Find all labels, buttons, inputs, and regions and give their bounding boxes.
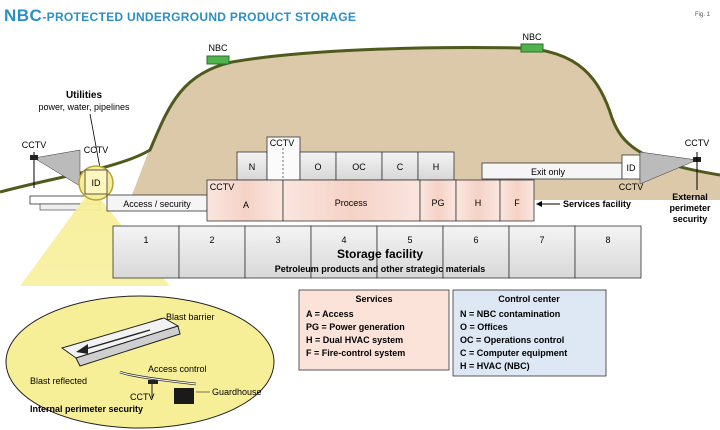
external-security-line2: perimeter — [669, 203, 711, 213]
control-center-legend — [452, 289, 607, 377]
utilities-leader — [89, 113, 101, 169]
storage-cell-6 — [442, 225, 510, 279]
id-label-right: ID — [627, 163, 637, 173]
cctv-right-label: CCTV — [685, 138, 710, 148]
service-room-f — [499, 179, 535, 222]
cctv-access-label: CCTV — [210, 182, 235, 192]
service-room-f-label: F — [514, 198, 520, 208]
blast-arrowhead — [76, 344, 88, 354]
blast-barrier-leader — [149, 317, 163, 323]
blast-reflected-label: Blast reflected — [30, 376, 87, 386]
id-label-left: ID — [92, 178, 102, 188]
services-legend — [298, 289, 450, 371]
nbc-sensor-right — [520, 43, 544, 53]
service-room-a — [206, 179, 284, 222]
services-legend-item: PG = Power generation — [306, 322, 405, 332]
storage-cell-3 — [244, 225, 312, 279]
guardhouse-label: Guardhouse — [212, 387, 262, 397]
control-legend-item: OC = Operations control — [460, 335, 564, 345]
access-security-label: Access / security — [123, 199, 191, 209]
cctv-far-left-view — [33, 149, 81, 187]
detail-drawing: Blast barrier Access control Blast refle… — [30, 312, 262, 414]
storage-cell-1 — [112, 225, 180, 279]
services-legend-item: A = Access — [306, 309, 354, 319]
title-prefix: NBC — [4, 6, 43, 25]
storage-cell-3-label: 3 — [275, 235, 280, 245]
storage-cell-4-label: 4 — [341, 235, 346, 245]
id-booth-left — [84, 169, 108, 195]
control-legend-title: Control center — [498, 294, 560, 304]
room-oc-label: OC — [352, 162, 366, 172]
utilities-subtitle: power, water, pipelines — [38, 102, 130, 112]
room-cctv-annex — [266, 136, 301, 181]
room-h-top — [417, 151, 455, 181]
storage-cell-8 — [574, 225, 642, 279]
storage-cell-8-label: 8 — [605, 235, 610, 245]
storage-title: Storage facility — [337, 247, 423, 261]
services-legend-title: Services — [355, 294, 392, 304]
service-room-h — [455, 179, 501, 222]
access-control-label: Access control — [148, 364, 207, 374]
blast-arrow-shaft — [81, 329, 151, 351]
control-legend-item: O = Offices — [460, 322, 508, 332]
storage-cell-1-label: 1 — [143, 235, 148, 245]
cctv-right-view — [639, 151, 698, 185]
service-room-pg-label: PG — [431, 198, 444, 208]
control-legend-item: H = HVAC (NBC) — [460, 361, 530, 371]
utilities-title: Utilities — [66, 90, 103, 101]
diagram-title: NBC-PROTECTED UNDERGROUND PRODUCT STORAG… — [4, 6, 356, 26]
external-security-line1: External — [672, 192, 708, 202]
storage-subtitle: Petroleum products and other strategic m… — [275, 264, 486, 274]
access-ramp-inner — [119, 371, 197, 385]
storage-cell-2-label: 2 — [209, 235, 214, 245]
cctv-far-left-label: CCTV — [22, 140, 47, 150]
services-legend-item: F = Fire-control system — [306, 348, 405, 358]
services-arrowhead — [536, 201, 542, 207]
storage-cell-5-label: 5 — [407, 235, 412, 245]
control-legend-item: C = Computer equipment — [460, 348, 567, 358]
room-o-label: O — [314, 162, 321, 172]
exit-only-label: Exit only — [531, 167, 566, 177]
cctv-exit-label: CCTV — [619, 182, 644, 192]
room-h-top-label: H — [433, 162, 440, 172]
blast-barrier-top — [75, 325, 181, 367]
service-room-process-label: Process — [335, 198, 368, 208]
room-oc — [335, 151, 383, 181]
detail-camera — [148, 380, 158, 384]
guardhouse — [174, 388, 194, 404]
services-facility-label: Services facility — [563, 199, 631, 209]
cctv-upper-label: CCTV — [270, 138, 295, 148]
internal-security-label: Internal perimeter security — [30, 404, 143, 414]
detail-cctv-label: CCTV — [130, 392, 155, 402]
cctv-left-label: CCTV — [84, 145, 109, 155]
control-legend-item: N = NBC contamination — [460, 309, 560, 319]
nbc-label-left: NBC — [208, 43, 228, 53]
blast-barrier-label: Blast barrier — [166, 312, 215, 322]
storage-cell-5 — [376, 225, 444, 279]
service-room-a-label: A — [243, 200, 249, 210]
room-n-label: N — [249, 162, 256, 172]
storage-cell-2 — [178, 225, 246, 279]
external-security-line3: security — [673, 214, 708, 224]
storage-cell-7 — [508, 225, 576, 279]
figure-label: Fig. 1 — [694, 12, 710, 18]
mound-outline — [0, 46, 720, 194]
room-c-label: C — [397, 162, 404, 172]
internal-security-detail — [5, 295, 275, 429]
storage-facility: 1 2 3 4 5 6 7 8 Storage facility Petrole… — [112, 225, 642, 279]
storage-cell-7-label: 7 — [539, 235, 544, 245]
cctv-far-left-camera — [30, 155, 38, 160]
services-legend-item: H = Dual HVAC system — [306, 335, 403, 345]
title-rest: -PROTECTED UNDERGROUND PRODUCT STORAGE — [42, 10, 357, 24]
storage-cell-4 — [310, 225, 378, 279]
service-room-h-label: H — [475, 198, 482, 208]
nbc-label-right: NBC — [522, 32, 542, 42]
storage-cell-6-label: 6 — [473, 235, 478, 245]
nbc-sensor-left — [206, 55, 230, 65]
